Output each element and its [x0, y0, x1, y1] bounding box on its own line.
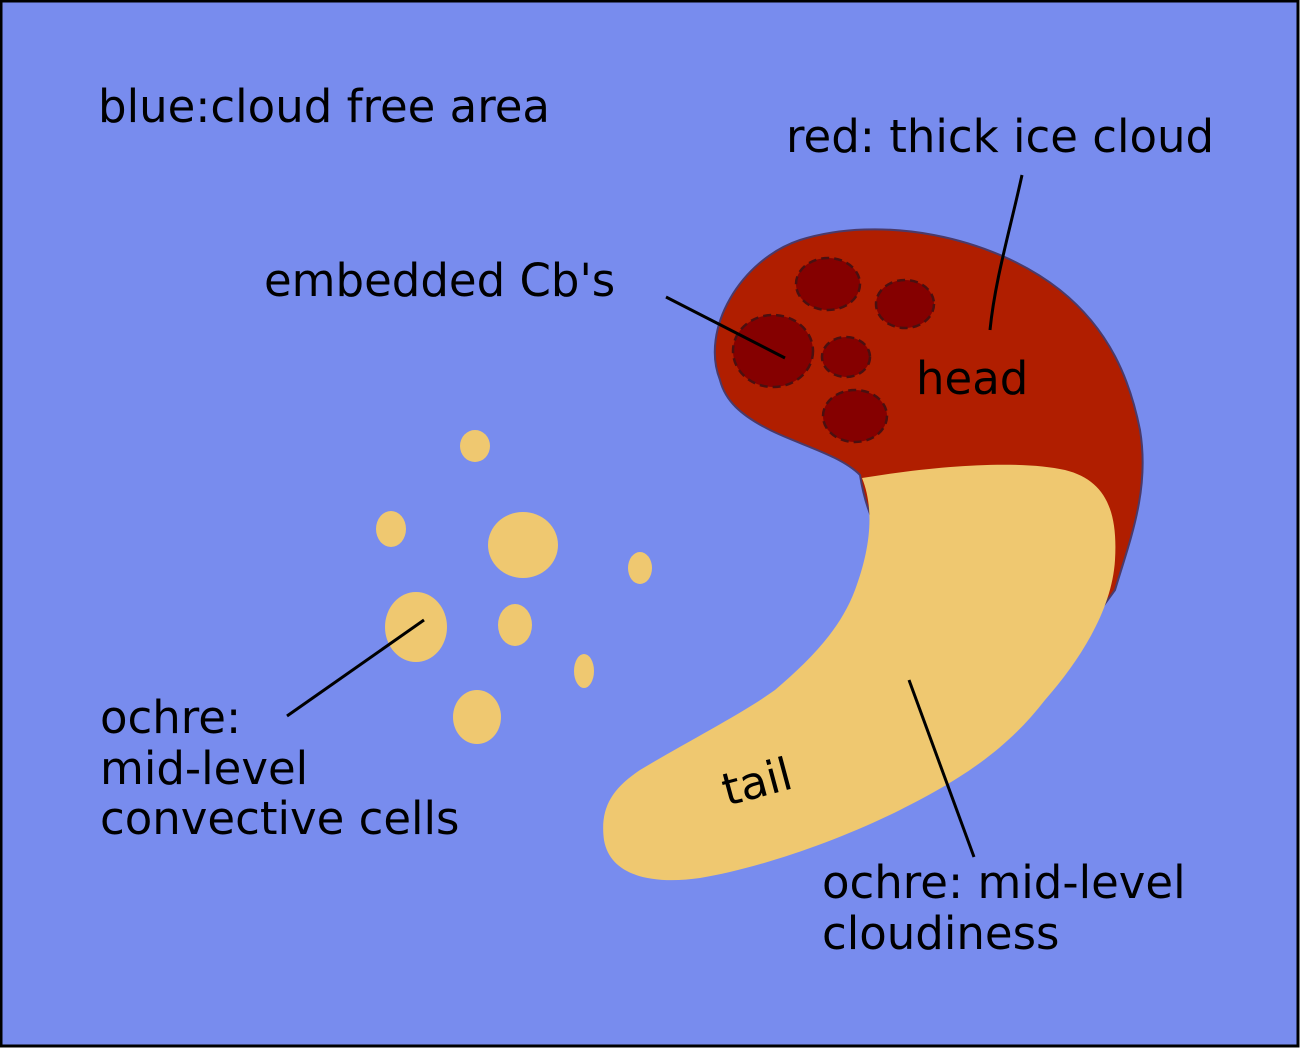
label-cloud-free-area: blue:cloud free area	[98, 80, 550, 133]
label-convective-cells-line3: convective cells	[100, 792, 460, 845]
convective-cell	[376, 511, 406, 547]
label-convective-cells-line1: ochre:	[100, 691, 241, 744]
label-thick-ice-cloud: red: thick ice cloud	[786, 110, 1214, 163]
leader-line-thick-ice-cloud	[988, 174, 1024, 331]
convective-cell	[498, 604, 532, 646]
label-convective-cells-line2: mid-level	[100, 742, 308, 795]
embedded-cb	[794, 256, 862, 312]
label-mid-level-cloudiness-line2: cloudiness	[822, 907, 1059, 960]
embedded-cb	[821, 388, 889, 444]
leader-line-embedded-cb	[665, 295, 786, 360]
convective-cell	[460, 430, 490, 462]
leader-line-convective-cells	[286, 618, 425, 718]
label-mid-level-cloudiness-line1: ochre: mid-level	[822, 856, 1186, 909]
convective-cell	[488, 512, 558, 578]
convective-cells	[376, 430, 652, 744]
label-head: head	[916, 352, 1028, 405]
convective-cell	[453, 690, 501, 744]
embedded-cb	[874, 278, 936, 330]
leader-line-mid-level-cloudiness	[907, 679, 976, 858]
tail-mid-level-cloudiness	[603, 464, 1116, 881]
convective-cell	[574, 654, 594, 688]
embedded-cb	[820, 335, 872, 379]
convective-cell	[628, 552, 652, 584]
label-embedded-cb: embedded Cb's	[264, 254, 615, 307]
